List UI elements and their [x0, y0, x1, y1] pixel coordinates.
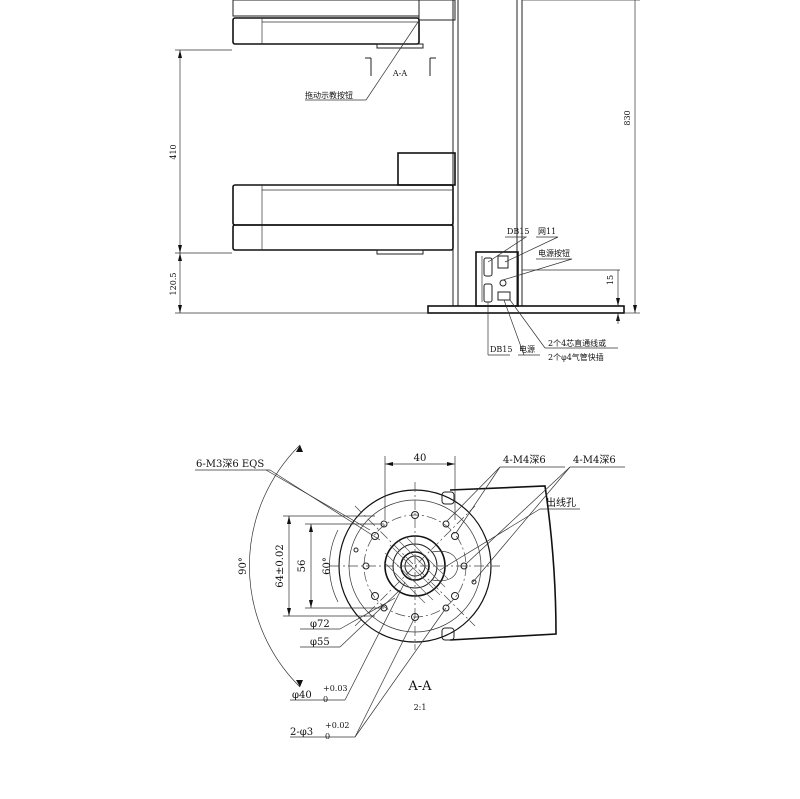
vertical-column — [452, 0, 523, 306]
section-leaders — [195, 466, 625, 738]
db15-top-label: DB15 — [507, 227, 529, 236]
tubing-label-line2: 2个φ4气管快插 — [548, 352, 604, 362]
dim-15: 15 — [606, 275, 615, 285]
dim-410: 410 — [169, 144, 178, 159]
power-button — [499, 279, 507, 287]
m4-thread-label-a: 4-M4深6 — [503, 454, 546, 466]
teach-button-label: 拖动示教按钮 — [305, 90, 353, 100]
power-label: 电源 — [519, 344, 535, 354]
section-mark-label: A-A — [392, 69, 407, 78]
dimension-lines — [175, 0, 640, 324]
section-title: A-A — [407, 679, 432, 694]
power-button-label: 电源按钮 — [538, 248, 570, 258]
dim-120-5: 120.5 — [169, 273, 178, 296]
phi40-tol-low: 0 — [323, 695, 328, 704]
phi40-label: φ40 — [292, 690, 312, 701]
db15-connector-bottom — [483, 283, 493, 303]
db15-connector-top — [483, 257, 493, 277]
phi3-label: 2-φ3 — [290, 727, 313, 738]
section-scale: 2:1 — [414, 703, 427, 712]
power-connector — [497, 291, 511, 301]
base — [427, 251, 625, 314]
m3-thread-label: 6-M3深6 EQS — [196, 458, 264, 470]
net-port — [497, 255, 509, 269]
phi72-label: φ72 — [310, 619, 330, 630]
db15-bottom-label: DB15 — [490, 345, 512, 354]
net-label: 网11 — [538, 227, 556, 236]
phi55-label: φ55 — [310, 637, 330, 648]
section-view: 6-M3深6 EQS 4-M4深6 4-M4深6 出线孔 40 90° 64±0… — [195, 444, 625, 741]
dim-40: 40 — [414, 453, 427, 464]
phi40-tol-up: +0.03 — [323, 684, 348, 693]
bolt-holes — [353, 511, 477, 621]
tubing-label-line1: 2个4芯直通线或 — [548, 338, 606, 348]
upper-arm — [232, 0, 456, 49]
leaders — [305, 21, 618, 356]
lower-arm — [232, 152, 456, 255]
dim-64: 64±0.02 — [275, 544, 286, 587]
angle-60: 60° — [322, 557, 333, 575]
outlet-hole-label: 出线孔 — [546, 496, 576, 509]
phi3-tol-up: +0.02 — [325, 721, 350, 730]
section-mark — [365, 57, 436, 76]
center-lines — [330, 482, 500, 650]
dim-830: 830 — [623, 110, 632, 125]
side-view: 830 410 120.5 15 A-A 拖动示教按钮 DB15 网11 电源按… — [169, 0, 640, 362]
angle-90: 90° — [238, 557, 249, 575]
dim-56: 56 — [297, 560, 308, 573]
m4-thread-label-b: 4-M4深6 — [573, 454, 616, 466]
phi3-tol-low: 0 — [325, 732, 330, 741]
